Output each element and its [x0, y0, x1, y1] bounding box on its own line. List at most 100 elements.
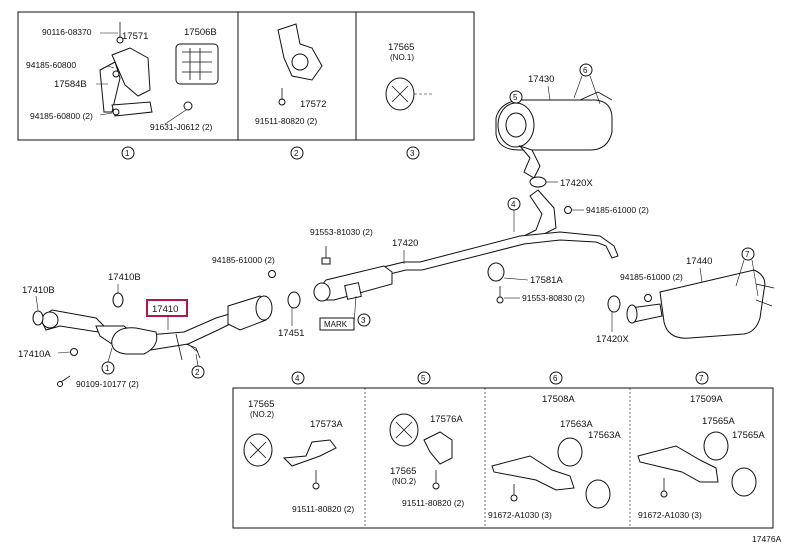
label-17410b-left: 17410B	[22, 285, 55, 296]
label-17565-no1: 17565	[388, 42, 414, 53]
svg-text:MARK: MARK	[324, 320, 348, 329]
label-17410: 17410	[152, 304, 178, 315]
label-94185-60800-2: 94185-60800 (2)	[30, 111, 93, 121]
label-94185-61000-mid: 94185-61000 (2)	[212, 255, 275, 265]
label-17576a: 17576A	[430, 414, 463, 425]
label-17440: 17440	[686, 256, 712, 267]
main-muffler-17440	[626, 269, 775, 339]
label-17563a-b: 17563A	[588, 430, 621, 441]
diagram-id: 17476A	[752, 534, 782, 544]
callout-2-main: 2	[191, 353, 205, 379]
tailpipe-bend	[519, 189, 557, 239]
inset5-drawing	[389, 413, 453, 490]
nut-94185-right	[644, 294, 652, 302]
label-17573a: 17573A	[310, 419, 343, 430]
front-pipe-17410	[39, 295, 273, 361]
inset1-drawing	[99, 22, 219, 117]
label-no2-a: (NO.2)	[250, 410, 274, 419]
label-91672-a1030-a: 91672-A1030 (3)	[488, 510, 552, 520]
label-17430: 17430	[528, 74, 554, 85]
svg-text:6: 6	[553, 374, 558, 383]
inset-box-3	[355, 11, 475, 141]
inset6-drawing	[491, 437, 611, 509]
svg-text:3: 3	[361, 316, 366, 325]
nut-17410a	[70, 348, 78, 356]
inset-marker-6: 6	[549, 371, 563, 385]
label-91631-j0612: 91631-J0612 (2)	[150, 122, 213, 132]
svg-text:2: 2	[195, 368, 200, 377]
label-94185-61000-top: 94185-61000 (2)	[586, 205, 649, 215]
rear-muffler-17430	[495, 91, 613, 179]
label-94185-60800: 94185-60800	[26, 60, 76, 70]
label-91511-80820: 91511-80820 (2)	[255, 116, 317, 126]
nut-94185-top	[564, 206, 572, 214]
inset-marker-7: 7	[695, 371, 709, 385]
label-17563a-a: 17563A	[560, 419, 593, 430]
svg-text:1: 1	[125, 149, 130, 158]
inset1-labels: 90116-08370 17571 17506B 94185-60800 175…	[26, 27, 217, 132]
gasket-17420x-top	[529, 176, 547, 188]
inset3-drawing	[385, 77, 432, 111]
label-17410b-mid: 17410B	[108, 272, 141, 283]
inset-marker-3: 3	[406, 146, 420, 160]
inset2-drawing	[277, 23, 323, 106]
label-17572: 17572	[300, 99, 326, 110]
gasket-17410b-mid	[112, 292, 124, 308]
label-17420x-top: 17420X	[560, 178, 593, 189]
label-90116-08370: 90116-08370	[42, 27, 92, 37]
label-91553-80830: 91553-80830 (2)	[522, 293, 585, 303]
label-17571: 17571	[122, 31, 148, 42]
callout-4-main: 4	[507, 197, 521, 232]
svg-text:5: 5	[421, 374, 426, 383]
label-91672-a1030-b: 91672-A1030 (3)	[638, 510, 702, 520]
label-no1: (NO.1)	[390, 53, 414, 62]
callout-3-main: 3	[357, 313, 371, 327]
label-90109-10177: 90109-10177 (2)	[76, 379, 139, 389]
highlight-17410	[146, 299, 188, 317]
label-17509a: 17509A	[690, 394, 723, 405]
gasket-17451	[287, 291, 301, 309]
gasket-17410b-left	[32, 310, 44, 326]
gasket-17420x-bot	[607, 295, 621, 313]
bolt-90109	[57, 375, 71, 387]
inset-marker-4: 4	[291, 371, 305, 385]
label-17410a: 17410A	[18, 349, 51, 360]
label-17508a: 17508A	[542, 394, 575, 405]
svg-text:4: 4	[511, 200, 516, 209]
inset4-drawing	[243, 433, 337, 490]
label-17451: 17451	[278, 328, 304, 339]
label-17420x-bot: 17420X	[596, 334, 629, 345]
hanger-17581a	[487, 262, 505, 304]
callout-5: 5	[509, 90, 523, 104]
label-17506b: 17506B	[184, 27, 217, 38]
center-resonator	[313, 265, 393, 302]
label-91553-81030: 91553-81030 (2)	[310, 227, 373, 237]
callout-6: 6	[573, 63, 601, 105]
label-91511-80820-b: 91511-80820 (2)	[402, 498, 464, 508]
svg-text:4: 4	[295, 374, 300, 383]
mark-box: MARK	[319, 295, 357, 331]
label-17565-no2-a: 17565	[248, 399, 274, 410]
label-17565a-a: 17565A	[702, 416, 735, 427]
label-17420: 17420	[392, 238, 418, 249]
nut-94185-mid	[268, 270, 276, 278]
label-17565a-b: 17565A	[732, 430, 765, 441]
inset-marker-5: 5	[417, 371, 431, 385]
inset-box-bottom	[232, 387, 774, 529]
svg-text:3: 3	[410, 149, 415, 158]
svg-text:5: 5	[513, 93, 518, 102]
svg-text:7: 7	[745, 250, 750, 259]
label-17581a: 17581A	[530, 275, 563, 286]
label-94185-61000-right: 94185-61000 (2)	[620, 272, 683, 282]
svg-text:7: 7	[699, 374, 704, 383]
label-91511-80820-a: 91511-80820 (2)	[292, 504, 354, 514]
label-17584b: 17584B	[54, 79, 87, 90]
center-pipe-17420	[337, 231, 619, 287]
svg-text:6: 6	[583, 66, 588, 75]
inset-marker-2: 2	[290, 146, 304, 160]
bolt-91553-top	[321, 246, 331, 265]
label-no2-b: (NO.2)	[392, 477, 416, 486]
svg-text:1: 1	[105, 364, 110, 373]
svg-text:2: 2	[294, 149, 299, 158]
